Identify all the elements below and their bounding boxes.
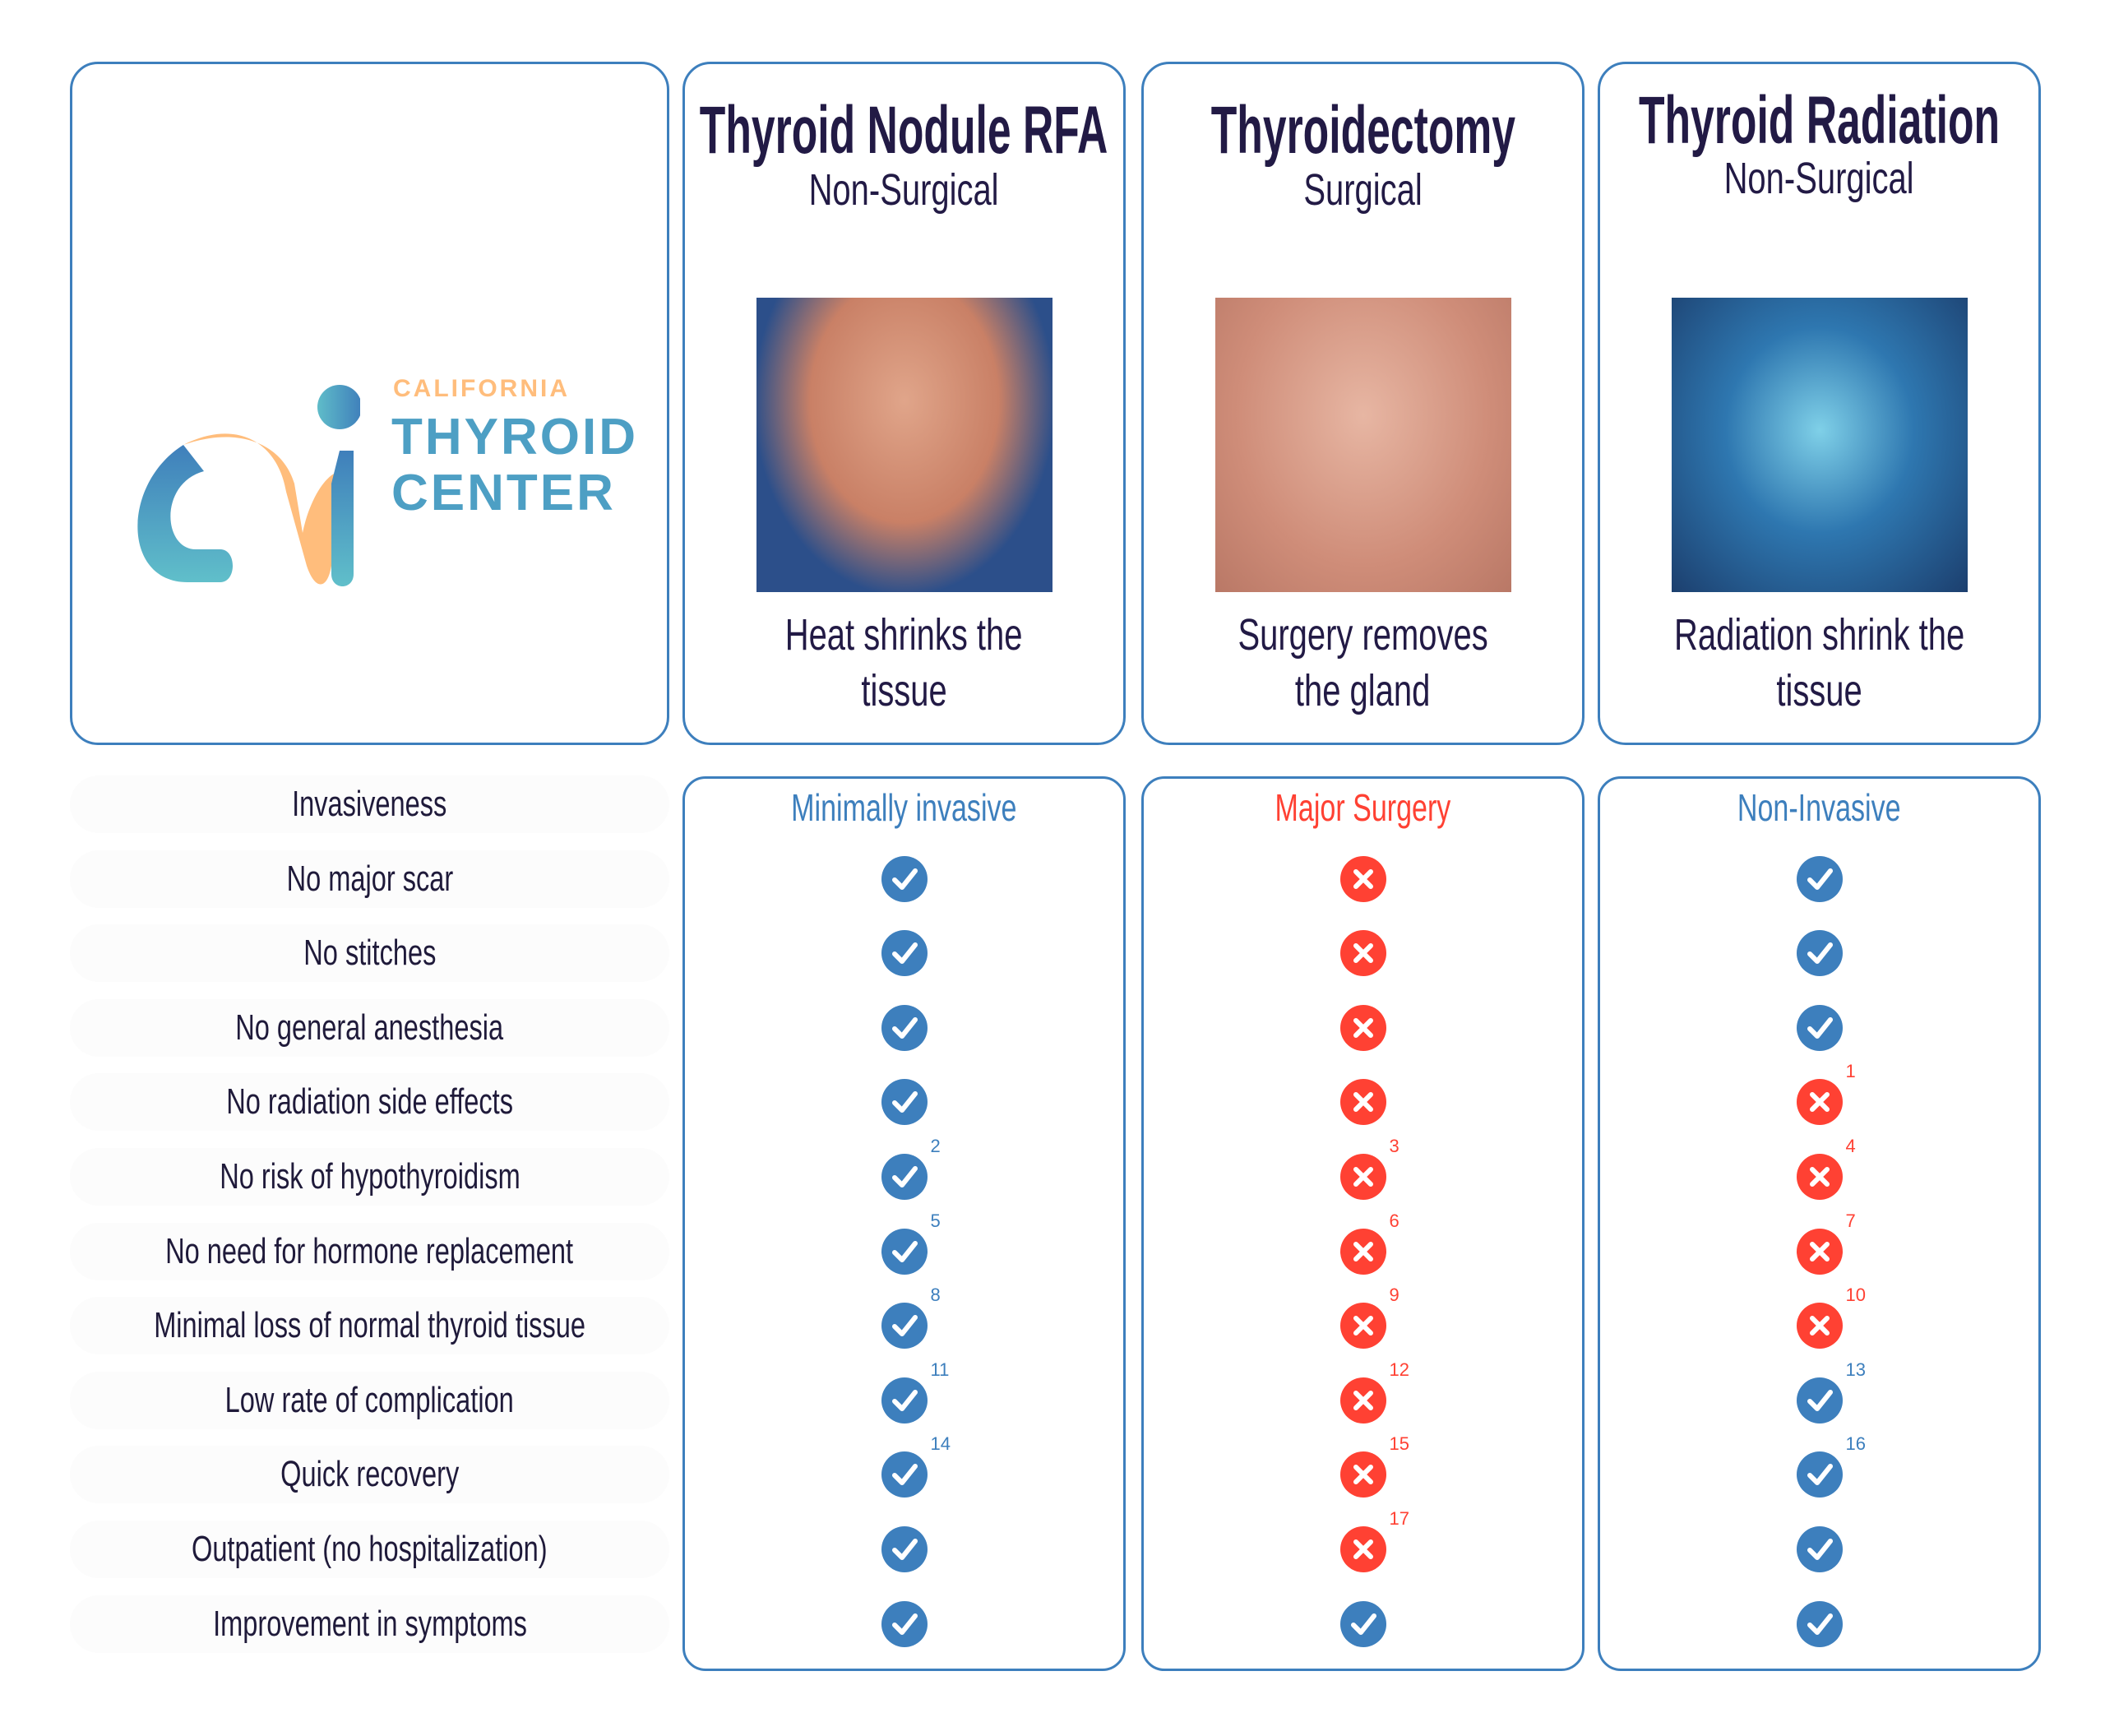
cross-icon	[1796, 1079, 1843, 1126]
row-label: Outpatient (no hospitalization)	[192, 1529, 548, 1569]
column-header-2: Thyroid Radiation Non-Surgical Radiation…	[1598, 62, 2041, 745]
cross-icon	[1339, 1377, 1386, 1424]
check-icon	[1796, 1526, 1843, 1572]
check-icon	[1796, 1600, 1843, 1647]
footnote-ref: 16	[1845, 1433, 1866, 1455]
check-icon	[1796, 1451, 1843, 1498]
caption-line-2: tissue	[861, 666, 947, 715]
caption-line-1: Radiation shrink the	[1673, 610, 1965, 660]
column-title: Thyroid Radiation	[1638, 83, 2001, 158]
column-subtitle: Non-Surgical	[1724, 154, 1914, 203]
logo-california: CALIFORNIA	[393, 375, 570, 402]
check-icon	[881, 1451, 928, 1498]
cross-icon	[1339, 1004, 1386, 1051]
row-label: No radiation side effects	[226, 1081, 513, 1123]
footnote-ref: 1	[1845, 1061, 1856, 1082]
check-icon	[881, 1228, 928, 1275]
check-icon	[1796, 1377, 1843, 1424]
row-label: Invasiveness	[292, 784, 447, 824]
footnote-ref: 6	[1389, 1210, 1399, 1231]
column-title: Thyroid Nodule RFA	[700, 93, 1108, 168]
check-icon	[881, 855, 928, 902]
logo-panel: CALIFORNIA THYROID CENTER	[70, 62, 669, 745]
cross-icon	[1339, 855, 1386, 902]
footnote-ref: 13	[1845, 1359, 1866, 1380]
row-label: Improvement in symptoms	[212, 1603, 527, 1644]
column-title: Thyroidectomy	[1210, 93, 1515, 168]
column-header-1: Thyroidectomy Surgical Surgery removes t…	[1141, 62, 1585, 745]
footnote-ref: 7	[1845, 1210, 1856, 1231]
cross-icon	[1796, 1228, 1843, 1275]
procedure-photo	[1671, 298, 1968, 592]
caption-line-1: Surgery removes	[1238, 610, 1488, 660]
footnote-ref: 17	[1389, 1508, 1409, 1529]
column-header-0: Thyroid Nodule RFA Non-Surgical Heat shr…	[682, 62, 1126, 745]
footnote-ref: 5	[930, 1210, 941, 1231]
procedure-photo	[756, 298, 1052, 592]
cross-icon	[1796, 1154, 1843, 1200]
row-label: No need for hormone replacement	[165, 1230, 574, 1271]
cross-icon	[1339, 1079, 1386, 1126]
row-label: Minimal loss of normal thyroid tissue	[154, 1305, 585, 1346]
caption-line-2: the gland	[1295, 666, 1431, 715]
column-body-0: Minimally invasive	[682, 776, 1126, 1671]
footnote-ref: 11	[930, 1359, 950, 1380]
row-label: Low rate of complication	[224, 1379, 515, 1420]
column-body-1: Major Surgery	[1141, 776, 1585, 1671]
check-icon	[881, 930, 928, 977]
check-icon	[881, 1079, 928, 1126]
caption-line-2: tissue	[1776, 666, 1862, 715]
cross-icon	[1339, 1303, 1386, 1349]
check-icon	[881, 1526, 928, 1572]
footnote-ref: 14	[930, 1433, 951, 1455]
caption-line-1: Heat shrinks the	[785, 610, 1023, 660]
cross-icon	[1796, 1303, 1843, 1349]
cti-logo-mark	[137, 385, 360, 586]
column-subtitle: Surgical	[1303, 165, 1423, 215]
row-label: Quick recovery	[280, 1454, 460, 1495]
footnote-ref: 15	[1389, 1433, 1409, 1455]
check-icon	[881, 1154, 928, 1200]
cross-icon	[1339, 1526, 1386, 1572]
check-icon	[881, 1600, 928, 1647]
row-label: No stitches	[303, 933, 437, 974]
footnote-ref: 12	[1389, 1359, 1409, 1380]
check-icon	[881, 1303, 928, 1349]
footnote-ref: 8	[930, 1285, 941, 1306]
invasiveness-value: Major Surgery	[1275, 786, 1451, 829]
cross-icon	[1339, 930, 1386, 977]
logo-center: CENTER	[391, 465, 616, 521]
footnote-ref: 2	[930, 1136, 941, 1156]
check-icon	[881, 1004, 928, 1051]
footnote-ref: 3	[1389, 1136, 1399, 1156]
cross-icon	[1339, 1154, 1386, 1200]
procedure-photo	[1214, 298, 1511, 592]
footnote-ref: 4	[1845, 1136, 1856, 1156]
cross-icon	[1339, 1228, 1386, 1275]
footnote-ref: 9	[1389, 1285, 1399, 1306]
invasiveness-value: Non-Invasive	[1737, 786, 1901, 829]
column-body-2: Non-Invasive	[1598, 776, 2041, 1671]
check-icon	[881, 1377, 928, 1424]
row-label: No major scar	[286, 858, 453, 899]
invasiveness-value: Minimally invasive	[791, 786, 1017, 829]
cross-icon	[1339, 1451, 1386, 1498]
check-icon	[1796, 855, 1843, 902]
check-icon	[1796, 1004, 1843, 1051]
check-icon	[1796, 930, 1843, 977]
check-icon	[1339, 1600, 1386, 1647]
column-subtitle: Non-Surgical	[809, 165, 999, 215]
row-label: No risk of hypothyroidism	[219, 1156, 520, 1197]
row-label: No general anesthesia	[235, 1007, 504, 1048]
footnote-ref: 10	[1845, 1285, 1866, 1306]
logo-thyroid: THYROID	[391, 409, 638, 465]
